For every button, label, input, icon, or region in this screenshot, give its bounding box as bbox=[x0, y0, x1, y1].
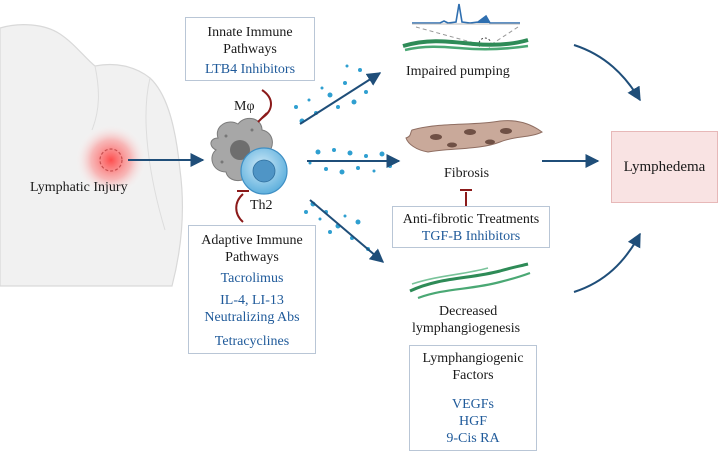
hgf-label: HGF bbox=[458, 414, 487, 429]
lymphangiogenic-title-line2: Factors bbox=[452, 368, 494, 383]
fibrosis-label: Fibrosis bbox=[444, 166, 490, 181]
antifibrotic-title: Anti-fibrotic Treatments bbox=[402, 212, 540, 227]
ltb4-inhibitors-label: LTB4 Inhibitors bbox=[204, 62, 296, 77]
vegfs-label: VEGFs bbox=[451, 397, 494, 412]
macrophage-label: Mφ bbox=[234, 99, 255, 114]
impaired-pumping-label: Impaired pumping bbox=[406, 64, 510, 79]
9-cis-ra-label: 9-Cis RA bbox=[446, 431, 500, 446]
innate-title-line2: Pathways bbox=[223, 42, 277, 57]
adaptive-immune-box: Adaptive Immune Pathways Tacrolimus IL-4… bbox=[188, 225, 316, 354]
innate-immune-box: Innate Immune Pathways LTB4 Inhibitors bbox=[185, 17, 315, 81]
tgfb-inhibitors-label: TGF-B Inhibitors bbox=[421, 229, 521, 244]
arrow-to-impaired-pumping bbox=[299, 72, 382, 125]
lymphedema-box: Lymphedema bbox=[611, 131, 718, 203]
pumping-trace bbox=[412, 3, 520, 51]
lymphangiogenic-title-line1: Lymphangiogenic bbox=[422, 351, 524, 366]
fibrotic-tissue bbox=[405, 120, 543, 153]
decreased-lymphangiogenesis-label-line1: Decreased bbox=[439, 304, 498, 319]
th2-label: Th2 bbox=[250, 198, 273, 213]
arrow-pumping-to-lymphedema bbox=[573, 44, 641, 102]
lymph-vessel-upper bbox=[402, 38, 529, 52]
th2-cell bbox=[240, 147, 288, 195]
il4-il13-label: IL-4, LI-13 bbox=[220, 293, 284, 308]
arrow-lymphangiogenesis-to-lymphedema bbox=[573, 232, 641, 293]
decreased-lymphangiogenesis-label-line2: lymphangiogenesis bbox=[412, 321, 521, 336]
lymphatic-injury-label: Lymphatic Injury bbox=[30, 180, 128, 195]
arrow-to-lymphangiogenesis bbox=[309, 199, 385, 263]
innate-title-line1: Innate Immune bbox=[207, 25, 293, 40]
adaptive-title-line2: Pathways bbox=[225, 250, 279, 265]
injury-site bbox=[75, 124, 147, 196]
adaptive-title-line1: Adaptive Immune bbox=[201, 233, 303, 248]
tetracyclines-label: Tetracyclines bbox=[214, 334, 290, 349]
lymphedema-label: Lymphedema bbox=[623, 158, 706, 175]
antifibrotic-box: Anti-fibrotic Treatments TGF-B Inhibitor… bbox=[392, 206, 550, 248]
innate-inhibition-bar bbox=[257, 112, 268, 123]
neutralizing-abs-label: Neutralizing Abs bbox=[204, 310, 300, 325]
adaptive-inhibition-mark bbox=[235, 193, 244, 223]
lymphangiogenic-factors-box: Lymphangiogenic Factors VEGFs HGF 9-Cis … bbox=[409, 345, 537, 451]
tacrolimus-label: Tacrolimus bbox=[220, 271, 284, 286]
lymph-vessels-lower bbox=[409, 262, 531, 300]
